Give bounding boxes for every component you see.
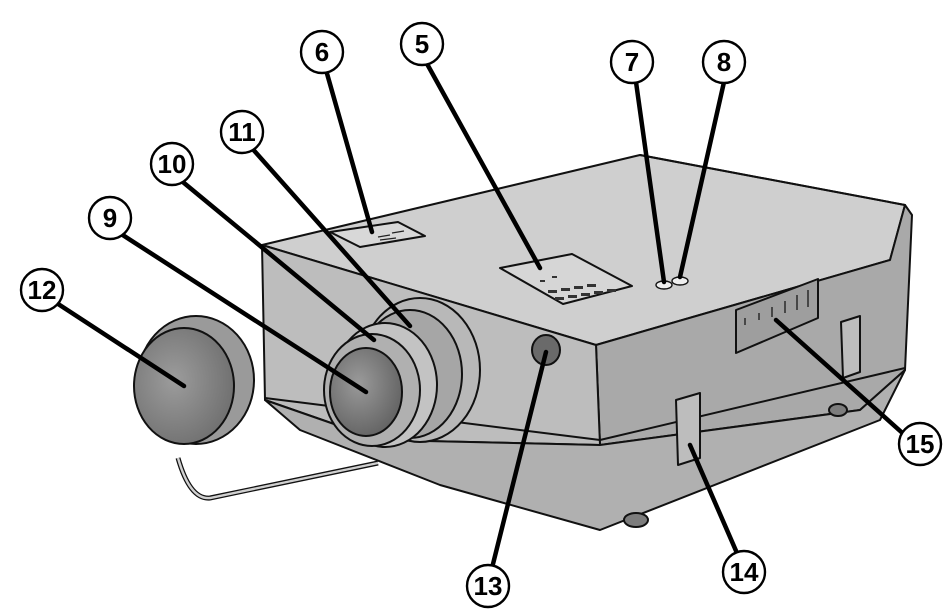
callout-8-label: 8: [717, 47, 731, 77]
callout-10-label: 10: [158, 149, 187, 179]
leader-8: [677, 79, 727, 280]
leader-6: [323, 67, 375, 235]
leader-15: [773, 317, 911, 441]
callout-7: 7: [609, 39, 655, 85]
callout-9-label: 9: [103, 203, 117, 233]
leader-13: [489, 349, 549, 571]
leader-11: [247, 143, 413, 329]
leader-14: [687, 442, 743, 563]
panel-6-area: [329, 221, 426, 248]
carry-handle-rear: [840, 315, 861, 379]
callout-5: 5: [399, 21, 445, 67]
terminal-vents: [744, 290, 809, 325]
leader-lines: [49, 59, 911, 571]
carry-handle-14: [675, 392, 701, 466]
leader-7: [633, 79, 667, 285]
callout-6-label: 6: [315, 37, 329, 67]
callout-5-label: 5: [415, 29, 429, 59]
front-foot: [623, 512, 649, 528]
callout-15: 15: [897, 421, 943, 467]
callout-10: 10: [149, 141, 195, 187]
side-foot: [828, 403, 848, 417]
projector-lower-skirt: [264, 369, 906, 531]
leader-5: [423, 59, 543, 271]
callout-9: 9: [87, 195, 133, 241]
callout-6: 6: [299, 29, 345, 75]
callout-14-label: 14: [730, 557, 759, 587]
leader-9: [115, 229, 369, 395]
callout-14: 14: [721, 549, 767, 595]
callout-12-label: 12: [28, 275, 57, 305]
control-panel-buttons: [540, 276, 616, 300]
callout-13-label: 13: [474, 571, 503, 601]
callout-8: 8: [701, 39, 747, 85]
callout-15-label: 15: [906, 429, 935, 459]
callouts: 5 6 7 8 9 10 11 12: [19, 21, 943, 609]
callout-11: 11: [219, 109, 265, 155]
callout-13: 13: [465, 563, 511, 609]
lens-cap-cord: [175, 457, 379, 501]
callout-12: 12: [19, 267, 65, 313]
panel-6-markings: [377, 230, 405, 241]
callout-11-label: 11: [228, 117, 256, 147]
lens-assembly: [323, 297, 481, 448]
leader-12: [49, 297, 187, 389]
leader-10: [175, 175, 377, 343]
callout-7-label: 7: [625, 47, 639, 77]
